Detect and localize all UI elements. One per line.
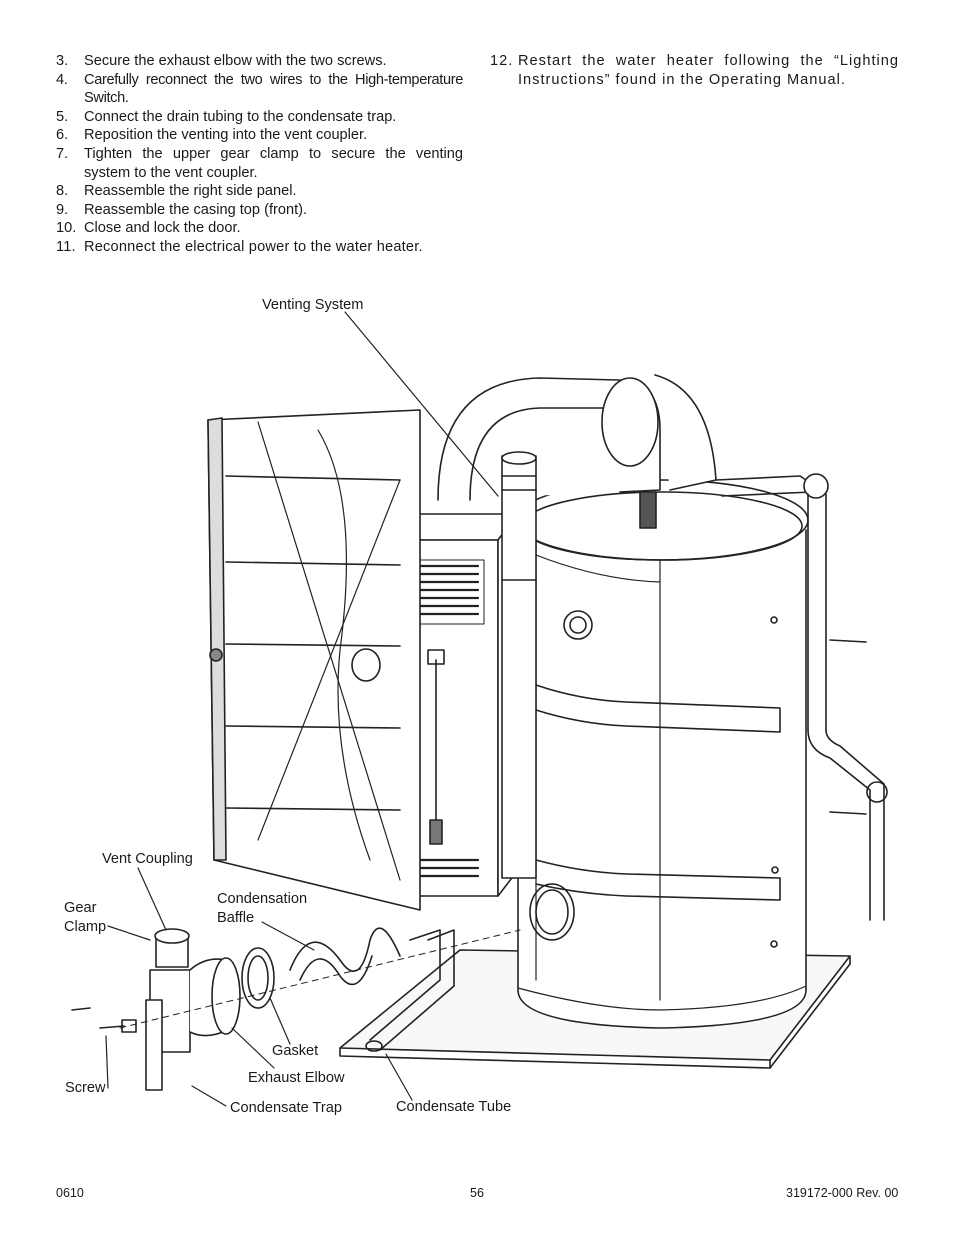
- instructions-left-column: 3.Secure the exhaust elbow with the two …: [56, 52, 463, 257]
- label-condensate-tube: Condensate Tube: [396, 1099, 512, 1115]
- page-number: 56: [470, 1186, 484, 1200]
- water-heater-illustration: [71, 311, 888, 1107]
- label-gasket: Gasket: [272, 1043, 319, 1059]
- callout-leaders: [105, 311, 499, 1107]
- step-8: 8.Reassemble the right side panel.: [56, 183, 297, 200]
- instructions-right-column: 12.Restart the water heater following th…: [490, 52, 899, 89]
- exploded-parts: [71, 927, 521, 1091]
- label-clamp: Clamp: [64, 919, 107, 935]
- label-exhaust-elbow: Exhaust Elbow: [248, 1070, 345, 1086]
- water-heater-tank: [515, 479, 809, 1029]
- side-pipe: [807, 493, 888, 921]
- step-5: 5.Connect the drain tubing to the conden…: [56, 108, 397, 125]
- water-heater-exploded-diagram: Venting System Vent Coupling Gear Clamp …: [0, 280, 954, 1140]
- venting-system-pipe: [501, 451, 537, 879]
- step-10: 10.Close and lock the door.: [56, 220, 241, 237]
- label-gear: Gear: [64, 900, 97, 916]
- document-number: 319172-000 Rev. 00: [786, 1186, 899, 1200]
- step-12: 12.Restart the water heater following th…: [490, 53, 899, 88]
- label-baffle: Baffle: [217, 910, 255, 926]
- footer-date-code: 0610: [56, 1186, 84, 1200]
- label-condensate-trap: Condensate Trap: [230, 1100, 342, 1116]
- label-venting-system: Venting System: [262, 297, 364, 313]
- label-screw: Screw: [65, 1080, 106, 1096]
- step-11: 11.Reconnect the electrical power to the…: [56, 238, 423, 255]
- step-7: 7.Tighten the upper gear clamp to secure…: [56, 145, 463, 181]
- step-3: 3.Secure the exhaust elbow with the two …: [56, 53, 387, 69]
- step-4: 4.Carefully reconnect the two wires to t…: [56, 71, 463, 107]
- side-door-panel: [207, 409, 421, 911]
- label-condensation: Condensation: [217, 891, 308, 907]
- label-vent-coupling: Vent Coupling: [102, 851, 193, 867]
- step-9: 9.Reassemble the casing top (front).: [56, 201, 308, 218]
- top-vent-elbow: [437, 374, 829, 529]
- step-6: 6.Reposition the venting into the vent c…: [56, 127, 368, 144]
